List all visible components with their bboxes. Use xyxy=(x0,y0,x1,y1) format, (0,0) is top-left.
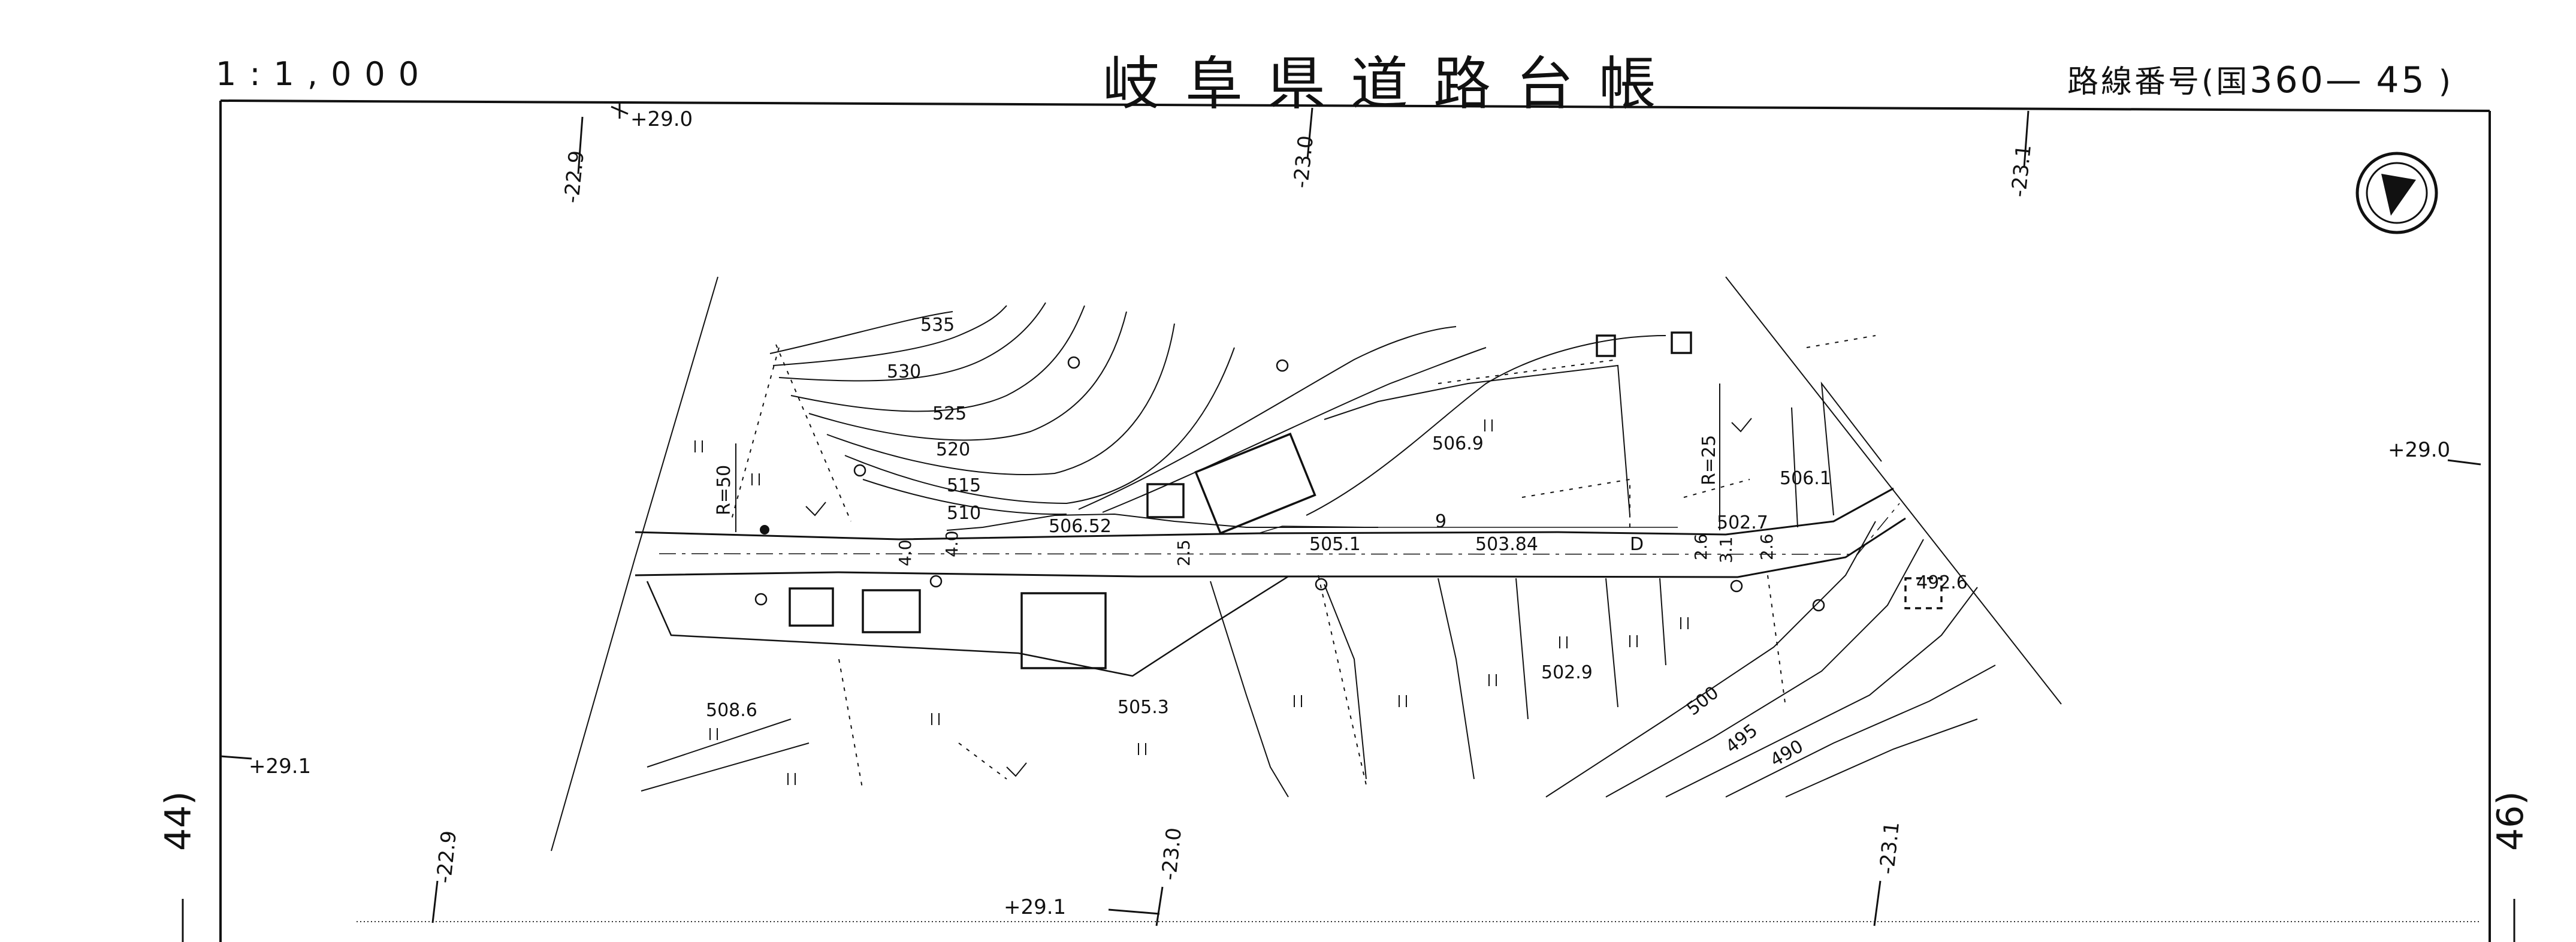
curve-radius-r25: R=25 xyxy=(1699,435,1720,485)
grid-label-top-2: -23.0 xyxy=(1289,134,1318,189)
grid-label-right-cross: +29.0 xyxy=(2388,438,2450,462)
adjacent-sheet-right: 46) xyxy=(2490,791,2532,851)
curve-radius-lines xyxy=(735,384,1720,532)
road-width-4.0-a: 4.0 xyxy=(895,539,915,566)
grid-label-top-1: -22.9 xyxy=(560,149,589,204)
route-prefix: 路線番号(国 xyxy=(2067,64,2250,100)
map-scale: 1:1,000 xyxy=(216,55,433,93)
road-width-3.1: 3.1 xyxy=(1716,536,1736,563)
contours-southeast xyxy=(1545,521,1996,798)
grid-label-top-3: -23.1 xyxy=(2007,143,2036,198)
spot-height-503.84: 503.84 xyxy=(1475,534,1538,555)
contour-label-510: 510 xyxy=(947,503,981,524)
spot-height-502.9: 502.9 xyxy=(1541,662,1593,683)
contours-north xyxy=(769,302,1666,516)
land-use-symbols xyxy=(694,418,1752,785)
adjacent-sheet-left: 44) xyxy=(158,791,200,851)
road-width-2.6-a: 2.6 xyxy=(1691,533,1711,560)
sheet-number: 45 xyxy=(2376,59,2427,101)
buildings xyxy=(789,331,1943,669)
route-suffix: ) xyxy=(2438,64,2454,100)
road-width-2.5: 2.5 xyxy=(1174,539,1194,566)
route-code: 360— xyxy=(2249,59,2364,101)
road-route-360 xyxy=(635,487,1906,677)
spot-height-506.9: 506.9 xyxy=(1432,433,1484,454)
contour-label-500: 500 xyxy=(1683,682,1723,720)
grid-label-bottom-3: -23.1 xyxy=(1875,820,1904,875)
parcel-boundaries xyxy=(641,364,1882,798)
spot-height-506.52: 506.52 xyxy=(1049,516,1112,537)
spot-height-505.1: 505.1 xyxy=(1309,534,1361,555)
grid-ticks xyxy=(220,102,2481,926)
spot-height-492.6: 492.6 xyxy=(1916,572,1968,593)
north-arrow-icon xyxy=(2355,152,2438,234)
spot-height-502.7: 502.7 xyxy=(1717,512,1768,533)
curve-radius-r50: R=50 xyxy=(714,465,735,515)
route-number: 路線番号(国360— 45) xyxy=(2067,56,2453,101)
spot-height-508.6: 508.6 xyxy=(706,700,757,721)
grid-label-bottom-cross: +29.1 xyxy=(1004,895,1066,919)
contour-label-530: 530 xyxy=(887,361,921,382)
contour-label-535: 535 xyxy=(920,315,955,336)
utility-poles xyxy=(754,356,1825,612)
road-width-4.0-b: 4.0 xyxy=(942,530,962,557)
grid-label-bottom-2: -23.0 xyxy=(1157,826,1186,881)
survey-boundary xyxy=(551,276,2062,852)
grid-label-bottom-1: -22.9 xyxy=(432,829,461,884)
road-width-2.6-b: 2.6 xyxy=(1757,533,1777,560)
marker-d: D xyxy=(1630,534,1644,555)
benchmark-icon xyxy=(760,525,769,535)
contour-label-520: 520 xyxy=(936,439,970,460)
contour-label-515: 515 xyxy=(947,475,981,496)
grid-label-left-cross: +29.1 xyxy=(249,754,311,778)
grid-label-top-left-cross: +29.0 xyxy=(630,107,693,131)
sheet-frame xyxy=(219,99,2491,942)
marker-9: 9 xyxy=(1435,511,1446,532)
contour-label-525: 525 xyxy=(932,403,967,424)
spot-height-506.1: 506.1 xyxy=(1780,468,1831,489)
spot-height-505.3: 505.3 xyxy=(1118,697,1169,718)
embankment-hatching xyxy=(730,335,1876,792)
